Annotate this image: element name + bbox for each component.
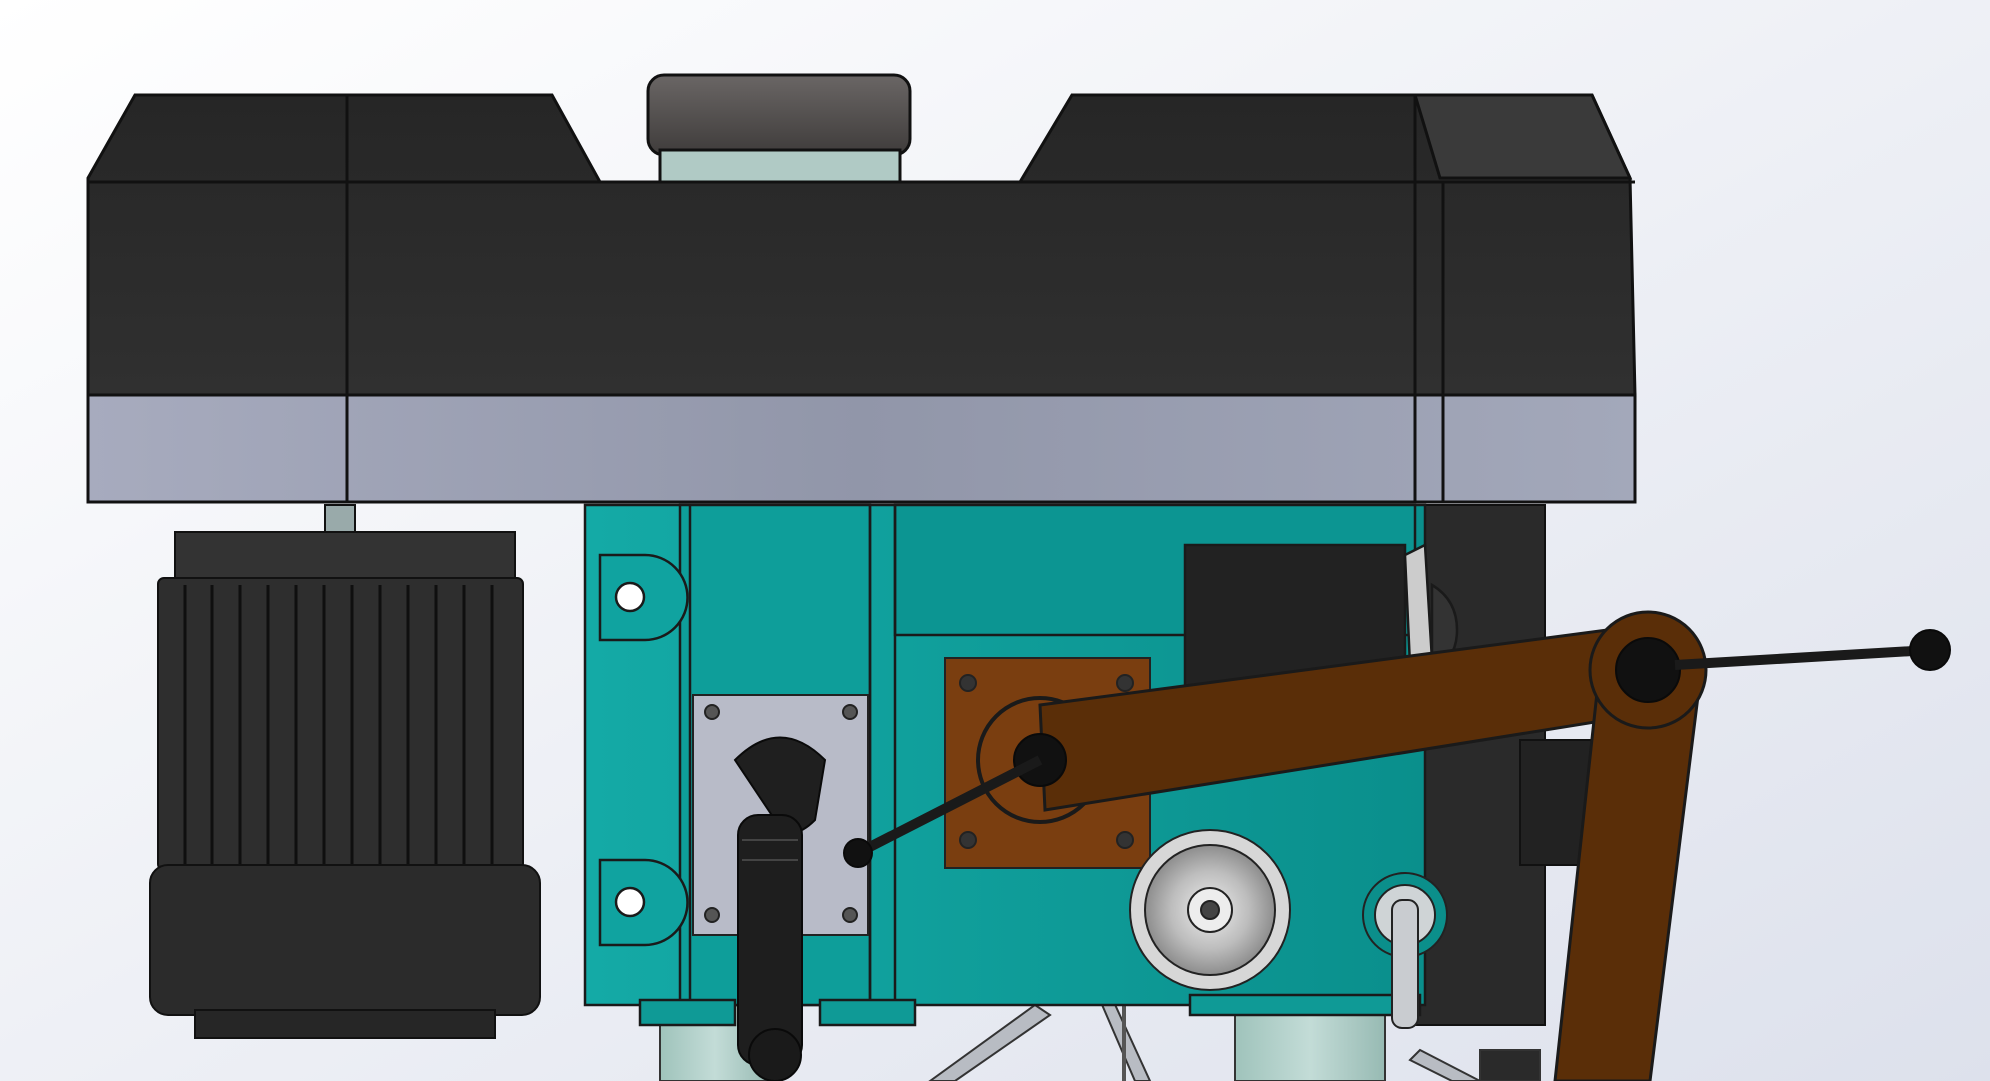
motor-housing xyxy=(149,504,541,1039)
feed-lever-knob[interactable] xyxy=(843,838,873,868)
mounting-hole-top xyxy=(614,581,646,613)
feed-handle-ball[interactable] xyxy=(1909,629,1951,671)
feed-hub[interactable] xyxy=(843,629,1951,868)
mounting-ears xyxy=(598,553,689,947)
motor-cooling-fins xyxy=(183,585,494,865)
pulley-wheel xyxy=(1129,829,1291,991)
lower-brace-rods xyxy=(928,996,1541,1081)
belt-guard xyxy=(86,73,1637,504)
feed-arm xyxy=(1038,610,1708,1081)
bearing-shaft xyxy=(1362,872,1448,1029)
mounting-hole-bottom xyxy=(614,886,646,918)
depth-stop-handle[interactable] xyxy=(733,736,827,1081)
